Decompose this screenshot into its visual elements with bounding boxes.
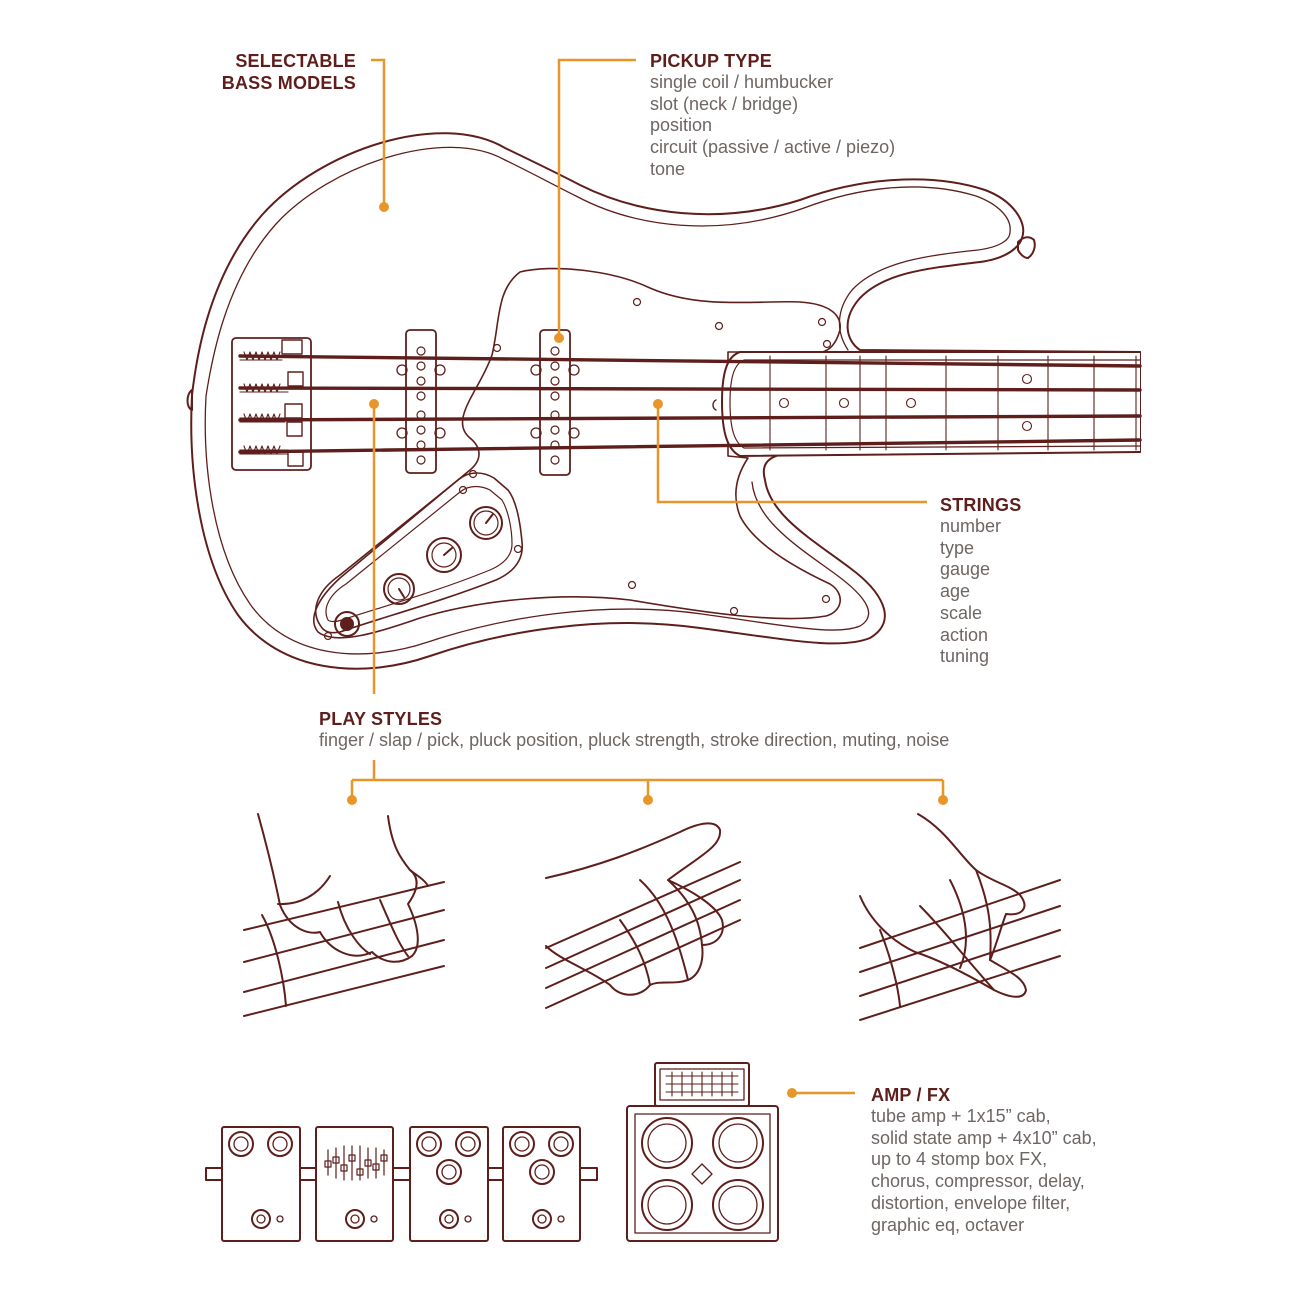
pickguard (313, 267, 841, 639)
callout-dots (347, 202, 948, 1098)
strap-button-end (186, 389, 193, 411)
overdrive-pedal (221, 1126, 301, 1242)
pickup-type-line: tone (650, 158, 686, 179)
bridge-pickup (396, 329, 446, 474)
amp-fx-line: chorus, compressor, delay, (871, 1171, 1085, 1192)
play-styles-line: finger / slap / pick, pluck position, pl… (319, 730, 950, 750)
strings-label: STRINGS number type gauge age scale acti… (940, 494, 1021, 668)
strap-button-top (1017, 236, 1036, 259)
fuzz-pedal (409, 1126, 489, 1242)
pickup-type-line: single coil / humbucker (650, 72, 834, 92)
amp-fx-title: AMP / FX (871, 1085, 951, 1105)
strings-title: STRINGS (940, 495, 1022, 515)
pickup-type-label: PICKUP TYPE single coil / humbucker slot… (650, 50, 895, 181)
finger-style-hand (243, 813, 445, 1017)
strings-line: age (940, 581, 971, 602)
strings (238, 354, 1142, 454)
speaker-cabinet (626, 1105, 779, 1242)
graphic-eq-pedal (315, 1126, 394, 1242)
strings-line: type (940, 537, 975, 558)
slap-style-hand (545, 822, 741, 1009)
amp-fx-line: up to 4 stomp box FX, (871, 1149, 1048, 1170)
amp-fx-line: graphic eq, octaver (871, 1214, 1025, 1235)
amp-fx-label: AMP / FX tube amp + 1x15” cab, solid sta… (871, 1084, 1097, 1236)
callout-lines (350, 58, 945, 1095)
tone-knob (469, 506, 503, 540)
output-jack (334, 611, 360, 637)
pickup-type-title: PICKUP TYPE (650, 51, 772, 71)
volume-knob-2 (426, 537, 462, 573)
control-plate (315, 472, 523, 634)
neck (712, 351, 1141, 457)
strings-line: gauge (940, 559, 991, 580)
amp-fx-line: tube amp + 1x15” cab, (871, 1106, 1051, 1126)
play-styles-label: PLAY STYLES finger / slap / pick, pluck … (319, 708, 949, 752)
bass-models-title-1: SELECTABLE (235, 51, 356, 71)
guitar-body-outline (190, 132, 1141, 670)
pick-style-hand (859, 813, 1061, 1021)
guitar-horn-bevel (504, 159, 1011, 351)
pickguard-screws (323, 297, 832, 641)
strings-line: action (940, 624, 989, 645)
pickup-type-line: circuit (passive / active / piezo) (650, 137, 896, 158)
volume-knob-1 (383, 573, 415, 605)
amp-fx-line: distortion, envelope filter, (871, 1192, 1071, 1213)
amp-head (654, 1062, 750, 1107)
amp-stack (626, 1062, 779, 1242)
pickup-type-line: position (650, 115, 713, 136)
bass-models-label: SELECTABLE BASS MODELS (200, 50, 356, 94)
strings-line: tuning (940, 646, 990, 667)
bass-models-title-2: BASS MODELS (221, 73, 356, 93)
strings-line: number (940, 516, 1002, 536)
strings-line: scale (940, 602, 983, 623)
pedalboard (205, 1126, 598, 1242)
bass-guitar-illustration (186, 132, 1142, 670)
play-styles-title: PLAY STYLES (319, 709, 443, 729)
neck-pickup (530, 329, 580, 476)
amp-fx-line: solid state amp + 4x10” cab, (871, 1127, 1097, 1148)
pickup-type-line: slot (neck / bridge) (650, 93, 799, 114)
octaver-pedal (502, 1126, 581, 1242)
